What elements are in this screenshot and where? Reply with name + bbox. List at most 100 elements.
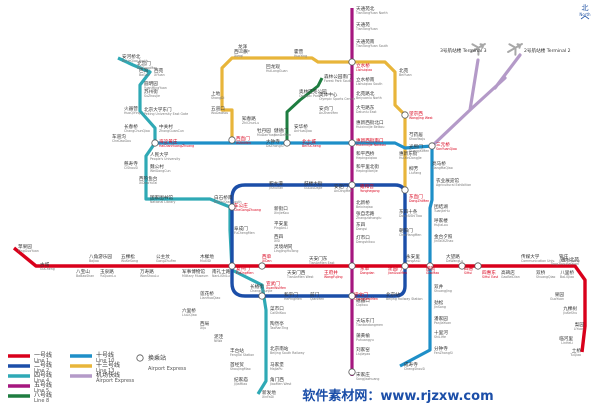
transfer-sanyuanqiao[interactable] (428, 142, 436, 150)
transfer-guomao[interactable] (426, 262, 434, 270)
transfer-jianguomen[interactable] (401, 262, 409, 270)
transfer-dongdan[interactable] (348, 262, 356, 270)
transfer-sihuidong[interactable] (474, 262, 482, 270)
transfer-xuanwumen[interactable] (258, 292, 266, 300)
transfer-songjiazhuang[interactable] (348, 368, 356, 376)
transfer-xidan[interactable] (258, 262, 266, 270)
transfer-haidianhuangzhuang[interactable] (151, 139, 159, 147)
transfer-beitucheng[interactable] (283, 139, 291, 147)
transfer-chongwenmen[interactable] (348, 292, 356, 300)
transfer-yonghegong[interactable] (348, 181, 356, 189)
transfer-lishuiqiao[interactable] (348, 58, 356, 66)
transfer-xizhimen[interactable] (228, 136, 236, 144)
transfer-fuxingmen[interactable] (228, 262, 236, 270)
